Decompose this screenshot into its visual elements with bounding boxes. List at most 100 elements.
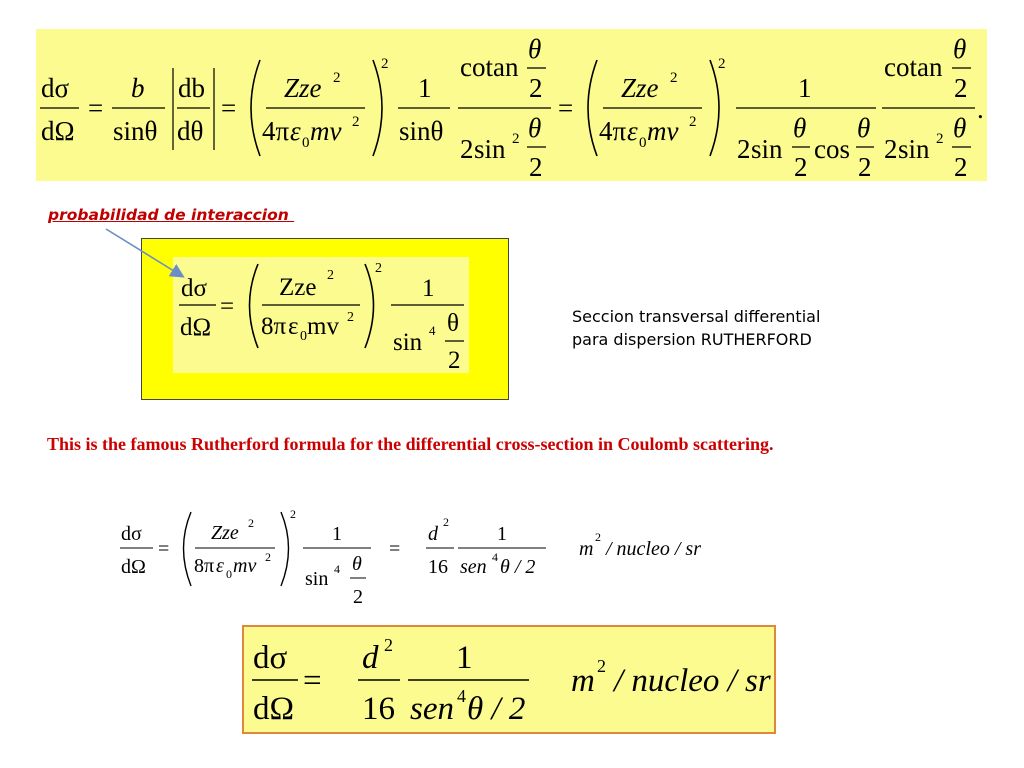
top-sin-theta: sinθ xyxy=(113,116,157,146)
top-cotan-1-two: 2 xyxy=(529,73,543,103)
final-one: 1 xyxy=(456,640,473,676)
top-eq-2: = xyxy=(221,93,236,123)
top-zze-1-exp: 2 xyxy=(333,70,341,86)
mid-one: 1 xyxy=(422,275,435,302)
top-dsigma: dσ xyxy=(41,73,70,103)
low-sin-exp: 4 xyxy=(334,562,340,576)
low-domega: dΩ xyxy=(121,556,146,578)
low-zze-exp: 2 xyxy=(248,516,254,530)
final-m: m xyxy=(571,663,595,699)
low-eps-sub: 0 xyxy=(226,567,232,581)
pointer-arrow xyxy=(105,228,185,278)
low-eps: ε xyxy=(216,555,224,577)
probabilidad-label: probabilidad de interaccion xyxy=(48,206,295,224)
top-cotan-1: cotan xyxy=(460,52,519,82)
top-db: db xyxy=(178,73,205,103)
low-dsigma: dσ xyxy=(121,523,142,545)
mid-mv-exp: 2 xyxy=(347,310,354,325)
top-den2-sin: sin xyxy=(751,134,783,164)
top-2sin-2-sin: sin xyxy=(898,134,930,164)
top-2sin-2-den: 2 xyxy=(954,152,968,182)
top-eq-3: = xyxy=(558,93,573,123)
mid-theta: θ xyxy=(447,310,459,337)
top-equation-box xyxy=(36,29,987,181)
low-theta: θ xyxy=(352,553,362,575)
mid-8pi: 8π xyxy=(261,313,287,340)
mid-zze-exp: 2 xyxy=(327,268,334,283)
top-one-2: 1 xyxy=(798,73,812,103)
final-d: d xyxy=(362,640,379,676)
top-zze-2-exp: 2 xyxy=(670,70,678,86)
mid-theta-den: 2 xyxy=(448,347,461,374)
final-dsigma: dσ xyxy=(253,640,288,676)
mid-eq: = xyxy=(220,293,234,320)
low-theta-over-2: θ / 2 xyxy=(500,556,535,578)
final-theta-over-2: θ / 2 xyxy=(467,691,525,727)
low-zze: Zze xyxy=(211,522,239,544)
top-2sin-1-two: 2 xyxy=(460,134,474,164)
lower-equation: dσ dΩ = Zze 2 8π ε 0 mv 2 2 1 sin 4 θ 2 … xyxy=(120,507,701,608)
top-2sin-1-den: 2 xyxy=(529,152,543,182)
top-den2-cos: cos xyxy=(814,134,850,164)
top-den2-two-a: 2 xyxy=(794,152,808,182)
low-sen-exp: 4 xyxy=(492,550,498,564)
low-8pi: 8π xyxy=(194,555,214,577)
low-one-1: 1 xyxy=(332,523,342,545)
top-b: b xyxy=(131,73,145,103)
top-period: . xyxy=(977,94,984,124)
top-zze-1: Zze xyxy=(284,73,322,103)
top-mv-1-exp: 2 xyxy=(352,114,360,130)
final-eq: = xyxy=(303,663,322,699)
top-4pi-1: 4π xyxy=(262,116,290,146)
top-den2-two-b: 2 xyxy=(858,152,872,182)
top-2sin-2-exp: 2 xyxy=(936,131,944,147)
top-cotan-2: cotan xyxy=(884,52,943,82)
top-2sin-1-sin: sin xyxy=(474,134,506,164)
low-m-exp: 2 xyxy=(595,530,601,544)
final-units: / nucleo / sr xyxy=(612,663,771,699)
top-mv-2-exp: 2 xyxy=(689,114,697,130)
rutherford-formula: dσ dΩ = Zze 2 8π ε 0 mv 2 2 1 sin 4 θ 2 xyxy=(179,261,464,374)
final-m-exp: 2 xyxy=(597,656,606,676)
top-den2-two: 2 xyxy=(737,134,751,164)
low-mv-exp: 2 xyxy=(265,550,271,564)
top-cotan-1-theta: θ xyxy=(528,34,541,64)
mid-paren-exp: 2 xyxy=(375,261,382,276)
mid-sin: sin xyxy=(393,329,423,356)
top-mv-1: mv xyxy=(310,116,341,146)
final-sen-exp: 4 xyxy=(457,686,466,706)
mid-sin-exp: 4 xyxy=(429,323,436,338)
top-eps-2: ε xyxy=(627,116,638,146)
top-2sin-2-two: 2 xyxy=(884,134,898,164)
final-domega: dΩ xyxy=(253,691,294,727)
mid-mv: mv xyxy=(307,313,339,340)
famous-formula-caption: This is the famous Rutherford formula fo… xyxy=(47,434,774,454)
top-equation: dσ dΩ = b sinθ db dθ = Zze 2 4π ε 0 mv 2 xyxy=(40,34,984,182)
mid-domega: dΩ xyxy=(180,314,211,341)
top-dtheta: dθ xyxy=(177,116,203,146)
rutherford-formula-inner-box xyxy=(173,257,469,373)
top-paren-2-exp: 2 xyxy=(718,56,726,72)
top-one-1: 1 xyxy=(418,73,432,103)
top-paren-1-exp: 2 xyxy=(381,56,389,72)
seccion-line-1: Seccion transversal differential xyxy=(572,307,821,326)
low-eq-1: = xyxy=(158,538,169,560)
seccion-line-2: para dispersion RUTHERFORD xyxy=(572,330,812,349)
top-cotan-2-two: 2 xyxy=(954,73,968,103)
mid-eps-sub: 0 xyxy=(300,329,307,344)
final-d-exp: 2 xyxy=(384,635,393,655)
mid-dsigma: dσ xyxy=(181,275,208,302)
top-eps-1: ε xyxy=(290,116,301,146)
low-mv: mv xyxy=(233,555,256,577)
seccion-transversal-note: Seccion transversal differential para di… xyxy=(572,305,952,351)
low-eq-2: = xyxy=(389,538,400,560)
low-units: / nucleo / sr xyxy=(605,538,701,560)
low-sin: sin xyxy=(305,568,328,590)
low-d-exp: 2 xyxy=(443,515,449,529)
top-domega: dΩ xyxy=(41,116,75,146)
low-one-2: 1 xyxy=(497,523,507,545)
top-den2-theta-a: θ xyxy=(793,113,806,143)
low-paren-exp: 2 xyxy=(290,507,296,521)
